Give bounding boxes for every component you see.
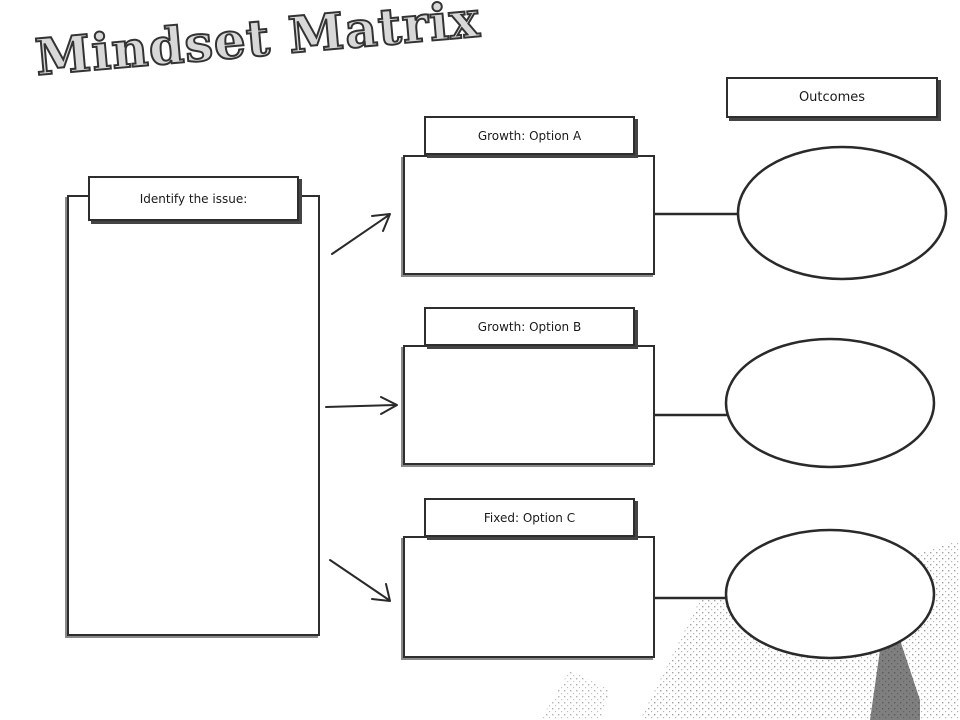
option-a-box[interactable] — [403, 155, 655, 275]
option-b-box[interactable] — [403, 345, 655, 465]
option-b-label: Growth: Option B — [424, 307, 635, 346]
option-a-label-text: Growth: Option A — [477, 128, 582, 143]
issue-box[interactable] — [67, 195, 320, 636]
issue-label-text: Identify the issue: — [139, 191, 248, 206]
outcomes-label-text: Outcomes — [798, 90, 866, 105]
option-c-box[interactable] — [403, 536, 655, 658]
arrow-head-c — [371, 583, 391, 602]
option-c-label-text: Fixed: Option C — [483, 510, 576, 525]
arrow-head-a — [371, 213, 391, 232]
option-b-label-text: Growth: Option B — [477, 319, 582, 334]
outcome-oval-c[interactable] — [724, 528, 936, 660]
outcome-oval-a[interactable] — [736, 145, 948, 281]
option-c-label: Fixed: Option C — [424, 498, 635, 537]
arrow-to-option-a — [331, 214, 390, 255]
arrow-to-option-c — [329, 559, 390, 601]
option-a-label: Growth: Option A — [424, 116, 635, 155]
issue-label: Identify the issue: — [88, 176, 299, 221]
arrow-head-b — [380, 396, 398, 415]
outcome-oval-b[interactable] — [724, 337, 936, 469]
outcomes-label: Outcomes — [726, 77, 938, 118]
arrow-to-option-b — [325, 404, 397, 408]
